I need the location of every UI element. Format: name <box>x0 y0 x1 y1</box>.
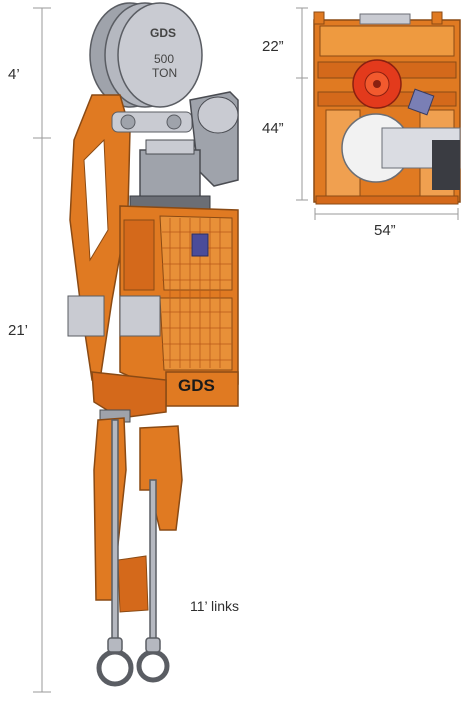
hoist-assembly <box>67 2 239 687</box>
sheave-brand: GDS <box>150 26 177 40</box>
side-view <box>296 7 461 220</box>
sheave-rating-500: 500 <box>154 52 175 66</box>
dimension-main-height: 21’ <box>8 322 29 339</box>
dimension-top-block: 4’ <box>8 66 20 83</box>
sheave-rating-ton: TON <box>152 66 178 80</box>
dimension-side-mid: 44” <box>262 120 284 137</box>
body-logo: GDS <box>178 376 215 395</box>
dimension-side-width: 54” <box>374 222 396 239</box>
links-caption: 11’ links <box>190 598 240 614</box>
dimension-side-top: 22” <box>262 38 284 55</box>
vertical-dimension-line <box>33 7 51 693</box>
sheave-stack <box>89 2 203 108</box>
links <box>96 419 170 687</box>
